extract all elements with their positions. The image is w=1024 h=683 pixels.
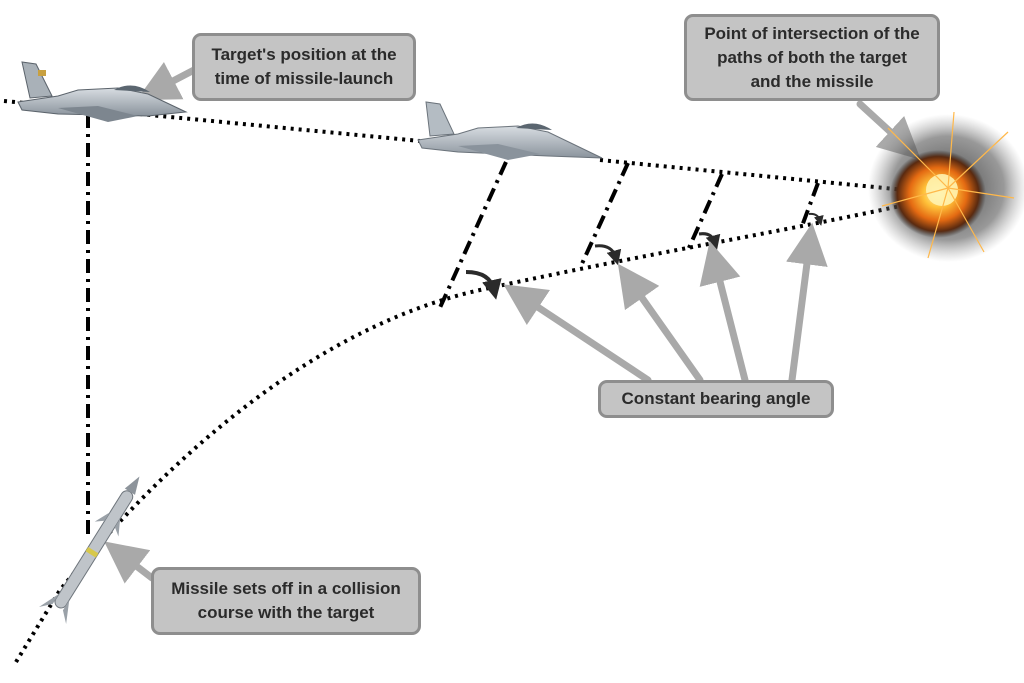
launch-arrow (136, 62, 198, 101)
callout-missile-line-2: course with the target (197, 603, 375, 622)
line-of-sight-2 (578, 162, 630, 269)
callout-launch-line-1: Target's position at the (211, 45, 397, 64)
callout-intersection-line-2: paths of both the target (717, 47, 907, 67)
callout-bearing-angle: Constant bearing angle (598, 380, 834, 418)
callout-missile-line-1: Missile sets off in a collision (171, 579, 401, 598)
target-flight-path (3, 99, 906, 192)
line-of-sight-3 (686, 173, 724, 251)
curved-arrow-icon (594, 244, 622, 266)
line-of-sight-4 (800, 182, 820, 227)
missile-icon (38, 476, 140, 625)
bearing-arrow-4 (786, 222, 828, 384)
bearing-arrow-3 (699, 241, 749, 384)
callout-arrows (104, 62, 921, 584)
lines-of-sight (436, 161, 820, 313)
callout-launch-line-2: time of missile-launch (214, 69, 394, 88)
callout-intersection: Point of intersection of the paths of bo… (684, 14, 940, 101)
explosion-icon (868, 111, 1024, 262)
bearing-arrow-2 (617, 263, 704, 384)
callout-bearing-text: Constant bearing angle (621, 389, 811, 408)
callout-missile-course: Missile sets off in a collision course w… (151, 567, 421, 635)
fighter-jet-icon (417, 101, 603, 160)
fighter-jet-icon (17, 61, 188, 122)
missile-arrow (104, 541, 156, 584)
callout-launch-position: Target's position at the time of missile… (192, 33, 416, 101)
missile-trajectory (14, 203, 906, 664)
curved-arrow-icon (808, 212, 824, 226)
curved-arrow-icon (465, 270, 502, 300)
callout-intersection-line-3: and the missile (750, 71, 874, 91)
callout-intersection-line-1: Point of intersection of the (704, 23, 920, 43)
line-of-sight-1 (436, 161, 508, 313)
bearing-arrow-1 (503, 284, 652, 384)
curved-arrow-icon (698, 232, 721, 251)
bearing-arcs (465, 212, 824, 300)
